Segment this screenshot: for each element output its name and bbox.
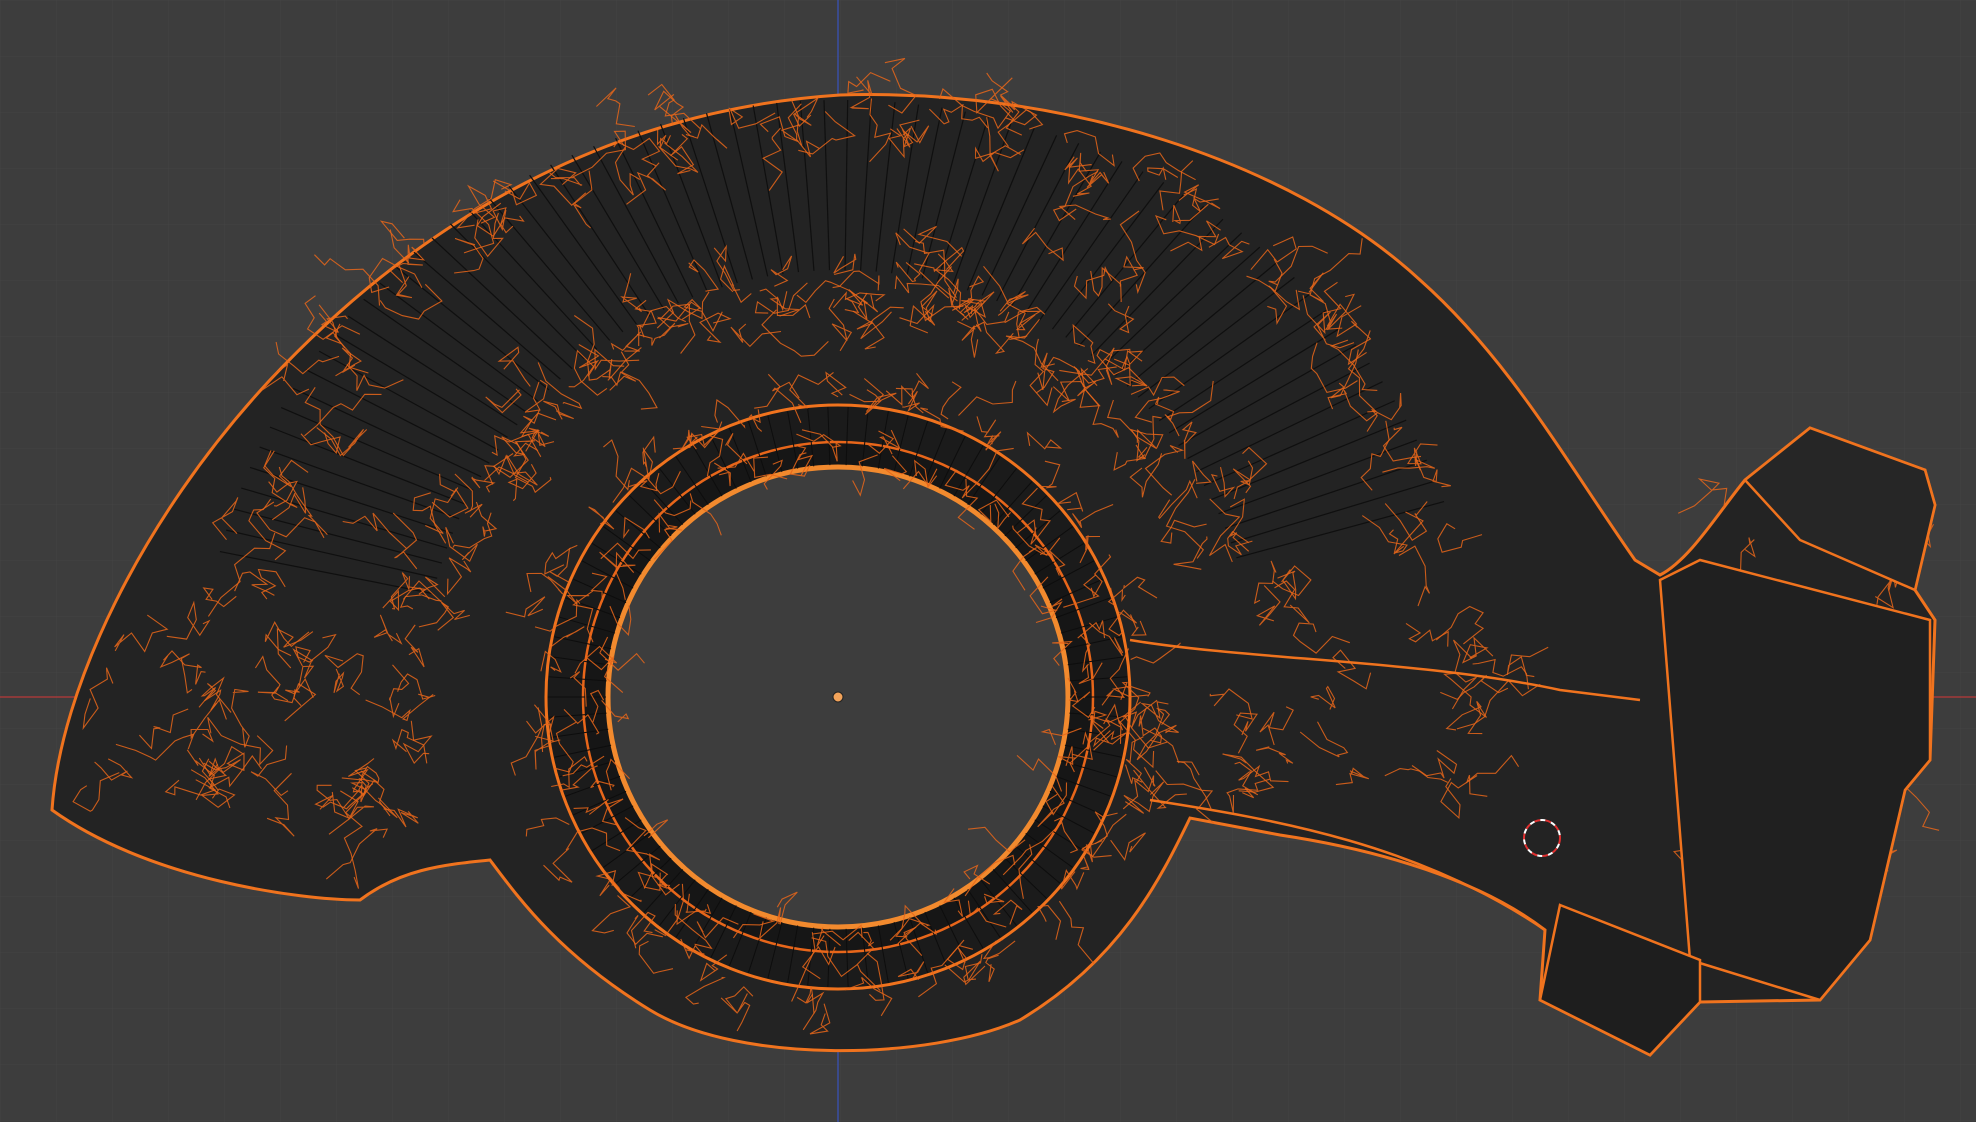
tip-boss xyxy=(1658,558,1932,1002)
arm-ridge xyxy=(1129,638,1641,702)
arm-lower-edge xyxy=(1149,798,1546,932)
tip-foot xyxy=(1538,903,1702,1057)
tip-cap xyxy=(1743,426,1937,592)
object-origin-dot xyxy=(832,691,844,703)
3d-cursor-icon[interactable] xyxy=(1523,819,1561,857)
